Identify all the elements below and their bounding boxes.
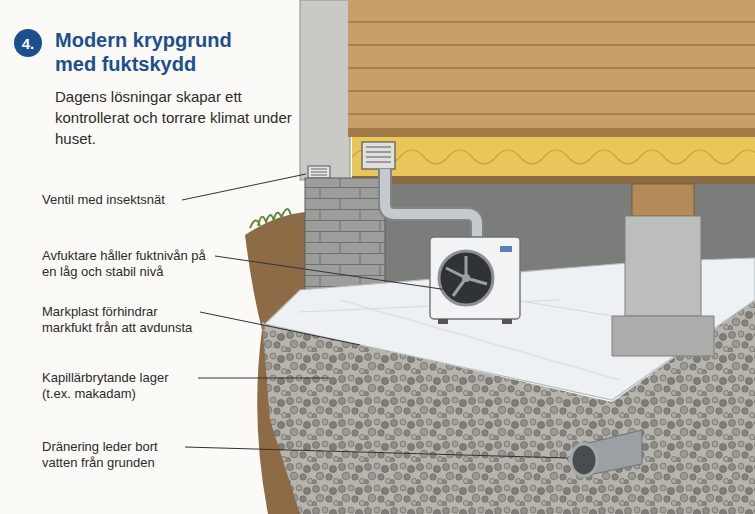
badge-number: 4. [22, 35, 35, 52]
leader-lines [182, 174, 568, 458]
callout-label: Dränering leder bort vatten från grunden [42, 439, 184, 471]
callout-label: Markplast förhindrar markfukt från att a… [42, 304, 207, 336]
callout-label: Ventil med insektsnät [42, 192, 165, 208]
number-badge: 4. [14, 29, 42, 57]
diagram-caption: Dagens lösningar skapar ett kontrollerat… [55, 86, 293, 149]
diagram-title: Modern krypgrund med fuktskydd [55, 28, 265, 76]
callout-label: Kapillärbrytande lager (t.ex. makadam) [42, 370, 194, 402]
callout-label: Avfuktare håller fuktnivån på en låg och… [42, 248, 214, 280]
